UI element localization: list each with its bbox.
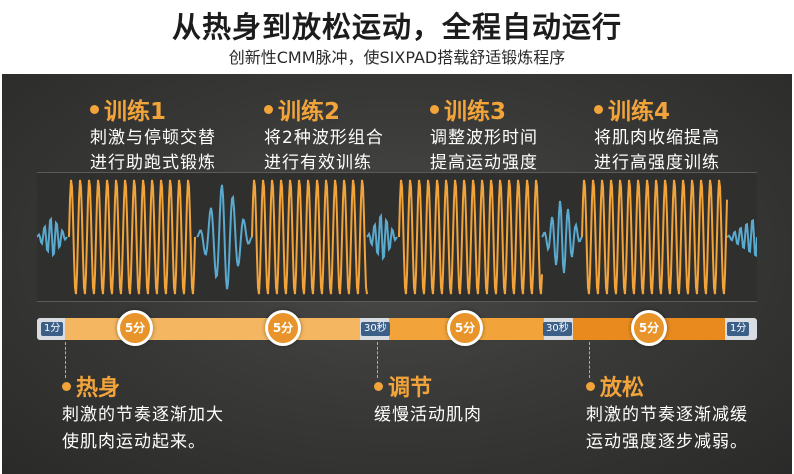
stage-label: 训练2 <box>278 99 341 125</box>
duration-badge: 5分 <box>631 310 667 346</box>
duration-badge: 5分 <box>117 310 153 346</box>
stage-3: 训练3 调整波形时间 提高运动强度 <box>430 92 620 176</box>
phase-desc: 缓慢活动肌肉 <box>374 405 482 425</box>
time-end: 1分 <box>727 322 750 336</box>
waveform-band <box>36 172 758 302</box>
waveform-orange <box>68 179 728 295</box>
waveform-blue <box>36 184 758 290</box>
timeline-segment <box>65 318 360 340</box>
duration-badge: 5分 <box>447 310 483 346</box>
page-title: 从热身到放松运动，全程自动运行 <box>171 10 622 44</box>
connector-line <box>377 342 379 378</box>
stage-desc: 调整波形时间 <box>430 128 538 148</box>
phase-warmup: 热身 刺激的节奏逐渐加大 使肌肉运动起来。 <box>62 370 224 456</box>
phase-desc: 刺激的节奏逐渐减缓 <box>586 405 748 425</box>
stage-desc: 提高运动强度 <box>430 153 538 173</box>
stage-1: 训练1 刺激与停顿交替 进行助跑式锻炼 <box>90 92 280 176</box>
stage-desc: 进行有效训练 <box>264 153 372 173</box>
duration-badge: 5分 <box>265 310 301 346</box>
phase-label: 放松 <box>600 376 645 401</box>
waveform-graphic <box>36 179 758 295</box>
connector-line <box>589 342 591 378</box>
stage-desc: 将2种波形组合 <box>264 128 384 148</box>
phase-desc: 运动强度逐步减弱。 <box>586 432 748 452</box>
stage-desc: 进行高强度训练 <box>594 153 720 173</box>
phase-desc: 刺激的节奏逐渐加大 <box>62 405 224 425</box>
bullet-icon <box>264 104 273 114</box>
timeline-bar: 1分 5分 5分 30秒 5分 30秒 5分 1分 <box>37 310 757 346</box>
bullet-icon <box>586 381 595 391</box>
page-subtitle: 创新性CMM脉冲，使SIXPAD搭载舒适锻炼程序 <box>228 48 566 67</box>
stage-desc: 进行助跑式锻炼 <box>90 153 216 173</box>
stage-label: 训练3 <box>444 99 507 125</box>
phase-label: 热身 <box>76 376 121 401</box>
bullet-icon <box>90 104 99 114</box>
stage-desc: 将肌肉收缩提高 <box>594 128 720 148</box>
time-start: 1分 <box>41 322 64 336</box>
phase-cooldown: 放松 刺激的节奏逐渐减缓 运动强度逐步减弱。 <box>586 370 748 456</box>
time-mark: 30秒 <box>543 322 572 336</box>
bullet-icon <box>374 381 383 391</box>
bullet-icon <box>62 381 71 391</box>
program-panel: 训练1 刺激与停顿交替 进行助跑式锻炼 训练2 将2种波形组合 进行有效训练 训… <box>2 74 792 474</box>
phase-adjust: 调节 缓慢活动肌肉 <box>374 370 482 429</box>
connector-line <box>65 342 67 378</box>
phase-desc: 使肌肉运动起来。 <box>62 432 206 452</box>
stage-4: 训练4 将肌肉收缩提高 进行高强度训练 <box>594 92 784 176</box>
stage-2: 训练2 将2种波形组合 进行有效训练 <box>264 92 454 176</box>
time-mark: 30秒 <box>361 322 390 336</box>
phase-label: 调节 <box>388 376 433 401</box>
bullet-icon <box>594 104 603 114</box>
stage-label: 训练1 <box>104 99 167 125</box>
stage-desc: 刺激与停顿交替 <box>90 128 216 148</box>
stage-label: 训练4 <box>608 99 671 125</box>
bullet-icon <box>430 104 439 114</box>
